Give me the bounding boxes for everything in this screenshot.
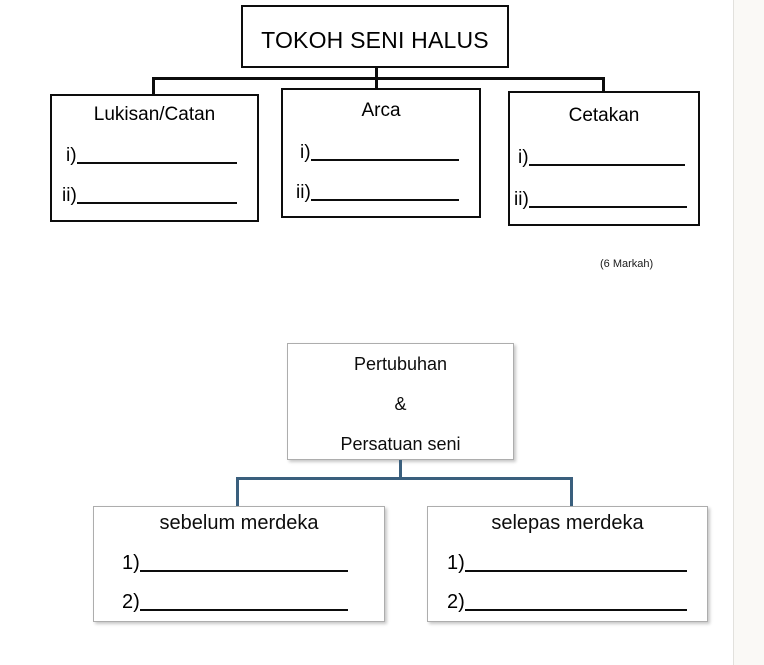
arca-blank-1-rule: [310, 159, 459, 161]
selepas-merdeka-blank-2-rule: [464, 609, 687, 611]
pertubuhan-persatuan-root-box: [287, 343, 514, 460]
lukisan-catan-blank-2: ii): [62, 186, 237, 205]
arca-blank-1-marker: i): [300, 142, 311, 163]
lukisan-catan-blank-2-rule: [76, 202, 237, 204]
sebelum-merdeka-blank-2: 2): [122, 592, 348, 612]
connector-drop-left: [152, 77, 155, 96]
sebelum-merdeka-blank-1-marker: 1): [122, 552, 140, 574]
arca-blank-1: i): [300, 143, 459, 162]
connector-drop-right: [602, 77, 605, 92]
arca-blank-2-rule: [310, 199, 459, 201]
lukisan-catan-blank-1: i): [66, 146, 237, 165]
marks-note-6-markah: (6 Markah): [600, 258, 654, 270]
pertubuhan-line-1: Pertubuhan: [353, 354, 448, 374]
selepas-merdeka-box: [427, 506, 708, 622]
connector2-drop-left: [236, 477, 239, 507]
lukisan-catan-blank-2-marker: ii): [62, 185, 77, 206]
tokoh-seni-halus-title: TOKOH SENI HALUS: [261, 27, 489, 53]
connector2-root-stem: [399, 460, 402, 480]
pertubuhan-line-3: Persatuan seni: [340, 434, 461, 454]
connector2-drop-right: [570, 477, 573, 507]
arca-label: Arca: [361, 100, 401, 121]
cetakan-blank-2: ii): [514, 190, 687, 209]
cetakan-blank-1-marker: i): [518, 147, 529, 168]
sebelum-merdeka-box: [93, 506, 385, 622]
arca-box: [281, 88, 481, 218]
lukisan-catan-blank-1-rule: [76, 162, 237, 164]
lukisan-catan-label: Lukisan/Catan: [93, 104, 216, 125]
arca-blank-2: ii): [296, 183, 459, 202]
selepas-merdeka-blank-2: 2): [447, 592, 687, 612]
tokoh-seni-halus-root-box: [241, 5, 509, 68]
lukisan-catan-box: [50, 94, 259, 222]
selepas-merdeka-blank-1: 1): [447, 553, 687, 573]
arca-blank-2-marker: ii): [296, 182, 311, 203]
selepas-merdeka-blank-1-marker: 1): [447, 552, 465, 574]
cetakan-blank-1-rule: [528, 164, 685, 166]
selepas-merdeka-label: selepas merdeka: [491, 512, 644, 534]
cetakan-label: Cetakan: [568, 105, 640, 126]
connector-horizontal-bar: [152, 77, 605, 80]
cetakan-box: [508, 91, 700, 226]
cetakan-blank-2-rule: [528, 206, 687, 208]
lukisan-catan-blank-1-marker: i): [66, 145, 77, 166]
sebelum-merdeka-blank-1-rule: [139, 570, 348, 572]
page-margin-strip: [733, 0, 764, 665]
sebelum-merdeka-blank-1: 1): [122, 553, 348, 573]
sebelum-merdeka-label: sebelum merdeka: [159, 512, 319, 534]
connector-drop-middle: [375, 77, 378, 89]
connector-root-stem: [375, 68, 378, 79]
cetakan-blank-1: i): [518, 148, 685, 167]
pertubuhan-line-2-ampersand: &: [394, 394, 407, 414]
sebelum-merdeka-blank-2-rule: [139, 609, 348, 611]
sebelum-merdeka-blank-2-marker: 2): [122, 591, 140, 613]
cetakan-blank-2-marker: ii): [514, 189, 529, 210]
connector2-horizontal-bar: [236, 477, 573, 480]
selepas-merdeka-blank-1-rule: [464, 570, 687, 572]
selepas-merdeka-blank-2-marker: 2): [447, 591, 465, 613]
